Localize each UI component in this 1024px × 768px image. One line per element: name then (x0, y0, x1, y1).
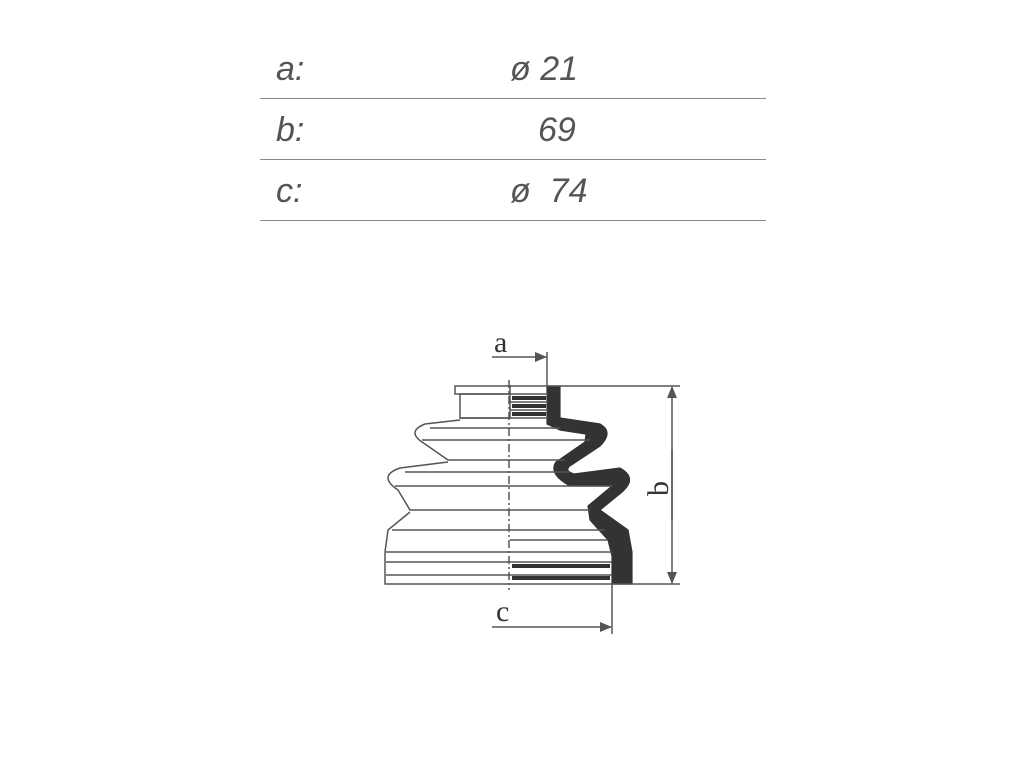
dimension-c-label: c (496, 595, 509, 628)
boot-outer-view (384, 385, 511, 585)
dimension-value: ø 74 (510, 172, 588, 210)
dimension-row-a: a: ø 21 (260, 38, 766, 99)
base-section (384, 511, 510, 585)
dimension-value: 69 (538, 111, 576, 149)
dimension-row-b: b: 69 (260, 99, 766, 160)
dimension-b-marker: b (560, 385, 680, 585)
boot-section-view (510, 385, 633, 585)
dimension-a-label: a (494, 326, 507, 359)
dimension-table: a: ø 21 b: 69 c: ø 74 (260, 38, 766, 221)
boot-wall-section (546, 385, 633, 585)
first-fold (414, 419, 510, 461)
dimension-a-marker: a (492, 326, 548, 386)
collar-top-neck (459, 393, 511, 419)
dimension-letter: c: (276, 172, 303, 210)
dimension-b-label: b (642, 481, 675, 496)
collar-top-ring (454, 385, 511, 395)
dimension-row-c: c: ø 74 (260, 160, 766, 221)
dimension-value: ø 21 (510, 50, 579, 88)
second-fold (387, 461, 510, 511)
dimension-letter: a: (276, 50, 305, 88)
dimension-letter: b: (276, 111, 305, 149)
dimension-c-marker: c (492, 584, 613, 634)
